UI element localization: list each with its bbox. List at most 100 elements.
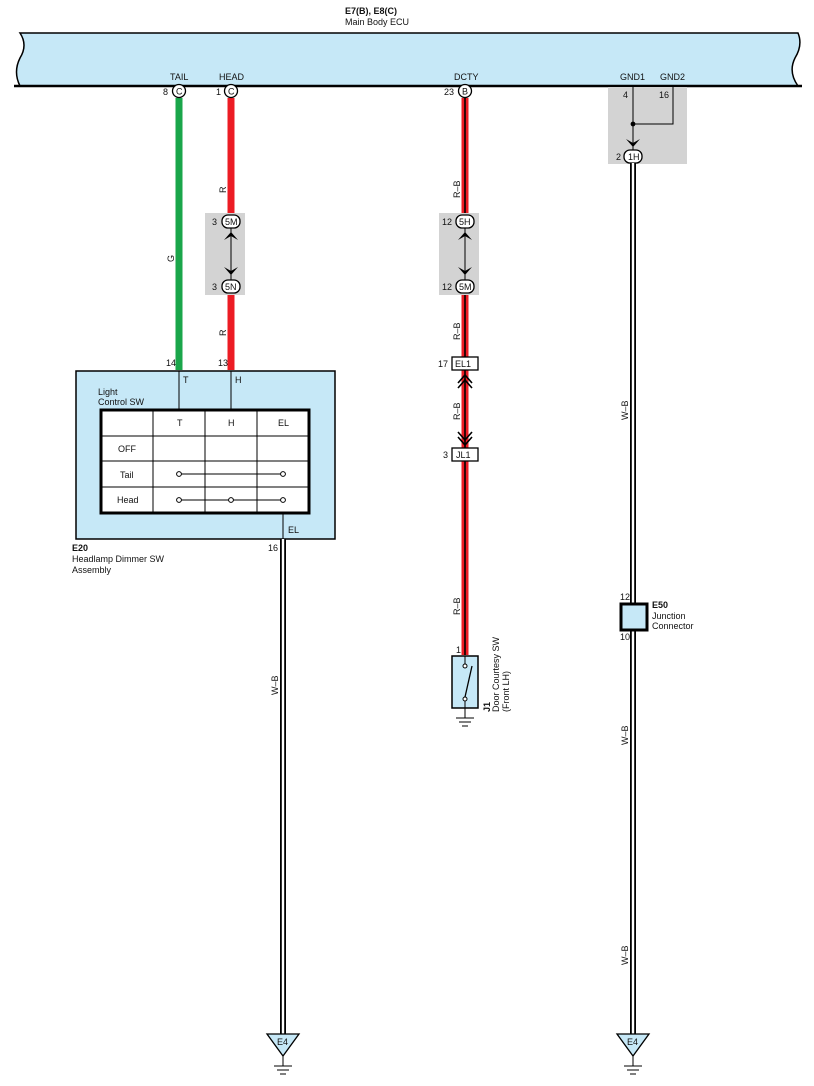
dimmer-pin-t-label: T	[183, 375, 189, 385]
connector-5n-head-num: 3	[212, 282, 217, 292]
wire-color-head-bottom: R	[218, 329, 228, 336]
connector-jl1-id: JL1	[456, 450, 471, 460]
contact-dot	[176, 497, 182, 503]
connector-1h-num: 2	[616, 152, 621, 162]
connector-5h-id: 5H	[459, 217, 471, 227]
contact-dot	[462, 696, 468, 702]
ground-symbol-icon	[456, 717, 474, 727]
junction-name-1: Junction	[652, 611, 686, 621]
connector-head-id: C	[228, 87, 235, 97]
pin-num-head: 1	[216, 87, 221, 97]
chevron-up-icon	[224, 232, 238, 240]
wire-color-el: W–B	[270, 675, 280, 695]
contact-dot	[228, 497, 234, 503]
pin-num-gnd2: 16	[659, 90, 669, 100]
switch-label-2: Control SW	[98, 397, 145, 407]
ground-e4-left: E4	[265, 1033, 301, 1075]
ecu-title: E7(B), E8(C)	[345, 6, 397, 16]
gnd2-lead	[633, 86, 674, 125]
wire-color-dcty-2: R–B	[452, 322, 462, 340]
connector-tail-id: C	[176, 87, 183, 97]
contact-dot	[280, 497, 286, 503]
wire-color-dcty-3: R–B	[452, 402, 462, 420]
ground-left-id: E4	[277, 1037, 288, 1047]
connector-jl1-num: 3	[443, 450, 448, 460]
chevron-up-icon	[457, 373, 473, 389]
ground-e4-right: E4	[615, 1033, 651, 1075]
connector-head	[223, 83, 239, 99]
ground-right-id: E4	[627, 1037, 638, 1047]
door-switch-name-1: Door Courtesy SW	[491, 636, 501, 712]
connector-5m-dcty	[455, 279, 475, 294]
junction-pin-out: 10	[620, 632, 630, 642]
connector-el1-num: 17	[438, 359, 448, 369]
connector-tail	[171, 83, 187, 99]
pin-name-head: HEAD	[219, 72, 245, 82]
connector-5h-num: 12	[442, 217, 452, 227]
door-switch-name-2: (Front LH)	[501, 671, 511, 712]
connector-5n-head-id: 5N	[225, 282, 237, 292]
connector-5m-head-id: 5M	[225, 217, 238, 227]
dimmer-pin-t-num: 14	[166, 358, 176, 368]
dimmer-pin-el-label: EL	[288, 525, 299, 535]
wire-color-dcty-4: R–B	[452, 597, 462, 615]
table-row-off: OFF	[118, 444, 136, 454]
dimmer-pin-h-num: 13	[218, 358, 228, 368]
contact-dot	[176, 471, 182, 477]
connector-dcty-id: B	[462, 87, 468, 97]
splice-dot	[630, 121, 636, 127]
ecu-subtitle: Main Body ECU	[345, 17, 409, 27]
pin-name-gnd1: GND1	[620, 72, 645, 82]
dimmer-pin-h-label: H	[235, 375, 242, 385]
table-row-tail: Tail	[120, 470, 134, 480]
wire-color-head-top: R	[218, 186, 228, 193]
light-control-table: T H EL OFF Tail Head	[99, 408, 311, 515]
ground-shade	[608, 87, 687, 164]
connector-el1-id: EL1	[455, 359, 471, 369]
dimmer-name-2: Assembly	[72, 565, 112, 575]
connector-5m-head-num: 3	[212, 217, 217, 227]
table-header-el: EL	[278, 418, 289, 428]
junction-id: E50	[652, 600, 668, 610]
contact-dot	[462, 663, 468, 669]
chevron-down-icon	[458, 267, 472, 275]
dimmer-pin-el-num: 16	[268, 543, 278, 553]
chevron-down-icon	[626, 139, 640, 147]
chevron-down-icon	[457, 431, 473, 447]
door-switch-id: J1	[482, 702, 492, 712]
wire-color-gnd-3: W–B	[620, 945, 630, 965]
connector-dcty	[457, 83, 473, 99]
connector-5h	[455, 214, 475, 229]
connector-jl1	[451, 447, 479, 462]
connector-5n-head	[221, 279, 241, 294]
ground-triangle-icon	[615, 1033, 651, 1058]
pin-name-gnd2: GND2	[660, 72, 685, 82]
pin-num-gnd1: 4	[623, 90, 628, 100]
door-switch-pin: 1	[456, 645, 461, 655]
table-header-t: T	[177, 418, 183, 428]
junction-pin-in: 12	[620, 592, 630, 602]
wire-color-tail: G	[166, 255, 176, 262]
connector-5m-dcty-num: 12	[442, 282, 452, 292]
connector-5m-head	[221, 214, 241, 229]
table-header-h: H	[228, 418, 235, 428]
dimmer-id: E20	[72, 543, 88, 553]
connector-el1	[451, 356, 479, 371]
pin-name-dcty: DCTY	[454, 72, 479, 82]
switch-label-1: Light	[98, 387, 118, 397]
switch-blade	[464, 665, 473, 698]
dimmer-name-1: Headlamp Dimmer SW	[72, 554, 165, 564]
wire-color-dcty-1: R–B	[452, 180, 462, 198]
connector-1h-id: 1H	[628, 152, 640, 162]
chevron-up-icon	[458, 232, 472, 240]
pin-num-dcty: 23	[444, 87, 454, 97]
wire-color-gnd-2: W–B	[620, 725, 630, 745]
contact-dot	[280, 471, 286, 477]
junction-name-2: Connector	[652, 621, 694, 631]
junction-connector-e50	[619, 602, 649, 632]
connector-5m-dcty-id: 5M	[459, 282, 472, 292]
chevron-down-icon	[224, 267, 238, 275]
table-row-head: Head	[117, 495, 139, 505]
ground-triangle-icon	[265, 1033, 301, 1058]
